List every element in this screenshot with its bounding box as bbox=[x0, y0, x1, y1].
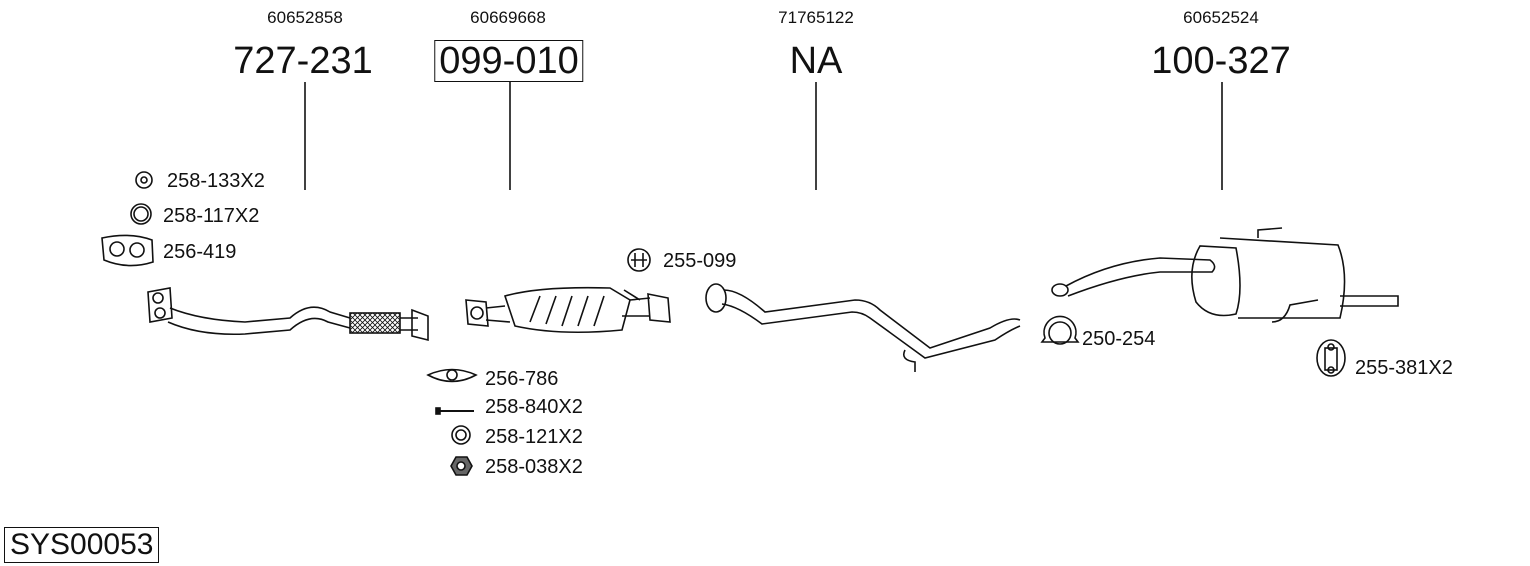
intermediate-pipe-na bbox=[705, 283, 1021, 372]
part-number-4[interactable]: 100-327 bbox=[1151, 40, 1291, 82]
accessory-label-258-117[interactable]: 258-117X2 bbox=[163, 205, 260, 227]
ring-icon-258-121 bbox=[451, 425, 471, 445]
ring-icon-258-133 bbox=[135, 171, 153, 189]
front-pipe-727-231 bbox=[147, 287, 429, 342]
oe-number-1: 60652858 bbox=[267, 8, 343, 27]
hanger-icon-255-381 bbox=[1316, 339, 1346, 377]
clamp-icon-250-254 bbox=[1040, 315, 1080, 345]
nut-icon-258-038 bbox=[450, 456, 473, 476]
oe-number-2: 60669668 bbox=[470, 8, 546, 27]
part-number-3[interactable]: NA bbox=[789, 40, 843, 82]
accessory-label-258-840[interactable]: 258-840X2 bbox=[485, 396, 583, 418]
system-id: SYS00053 bbox=[4, 527, 160, 563]
ring-icon-258-117 bbox=[130, 203, 152, 225]
oe-number-3: 71765122 bbox=[778, 8, 854, 27]
accessory-label-256-786[interactable]: 256-786 bbox=[485, 368, 559, 390]
accessory-label-258-133[interactable]: 258-133X2 bbox=[167, 170, 265, 192]
accessory-label-258-038[interactable]: 258-038X2 bbox=[485, 456, 583, 478]
oe-number-4: 60652524 bbox=[1183, 8, 1259, 27]
accessory-label-255-381[interactable]: 255-381X2 bbox=[1355, 357, 1453, 379]
accessory-label-256-419[interactable]: 256-419 bbox=[163, 241, 237, 263]
accessory-label-255-099[interactable]: 255-099 bbox=[663, 250, 737, 272]
catalytic-converter-099-010 bbox=[465, 286, 671, 334]
accessory-label-258-121[interactable]: 258-121X2 bbox=[485, 426, 583, 448]
gasket-icon-256-786 bbox=[426, 368, 478, 383]
bolt-icon-258-840 bbox=[435, 407, 474, 415]
accessory-label-250-254[interactable]: 250-254 bbox=[1082, 328, 1156, 350]
part-number-2[interactable]: 099-010 bbox=[434, 40, 584, 82]
part-number-1[interactable]: 727-231 bbox=[233, 40, 373, 82]
hanger-icon-255-099 bbox=[627, 248, 651, 272]
rear-muffler-100-327 bbox=[1051, 227, 1399, 323]
gasket-icon-256-419 bbox=[101, 234, 154, 267]
